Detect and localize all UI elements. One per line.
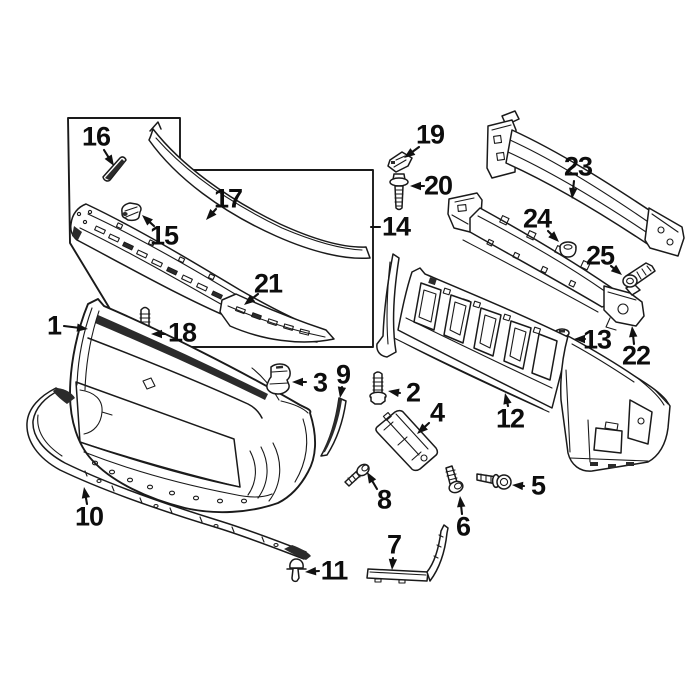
part-callout-19: 19 bbox=[415, 119, 445, 150]
screw-8-drawing bbox=[344, 463, 370, 487]
part-callout-25: 25 bbox=[585, 240, 615, 271]
arrowhead-8 bbox=[367, 472, 377, 484]
leader-line-6 bbox=[460, 505, 464, 516]
leader-line-10 bbox=[84, 496, 89, 506]
moulding-sliver-16-drawing bbox=[102, 156, 127, 182]
leader-line-4 bbox=[424, 421, 431, 428]
arrowhead-13 bbox=[574, 334, 585, 344]
grille-shutter-12-drawing bbox=[376, 253, 671, 472]
arrowhead-19 bbox=[404, 148, 416, 158]
arrowhead-23 bbox=[569, 187, 578, 199]
impact-beam-23-drawing bbox=[486, 110, 685, 257]
part-callout-24: 24 bbox=[522, 203, 552, 234]
arrowhead-6 bbox=[457, 496, 466, 508]
part-callout-14: 14 bbox=[381, 211, 411, 242]
part-callout-17: 17 bbox=[213, 183, 243, 214]
leader-line-23 bbox=[572, 179, 576, 190]
part-callout-8: 8 bbox=[376, 484, 392, 515]
clip-11-drawing bbox=[286, 558, 307, 583]
part-callout-7: 7 bbox=[386, 529, 402, 560]
arrowhead-22 bbox=[629, 326, 638, 338]
lip-spoiler-10-drawing bbox=[26, 387, 311, 560]
part-callout-9: 9 bbox=[335, 359, 351, 390]
clip-15-drawing bbox=[121, 202, 142, 222]
bolt-2-drawing bbox=[369, 371, 387, 405]
arrowhead-9 bbox=[337, 386, 347, 398]
part-callout-23: 23 bbox=[563, 151, 593, 182]
part-callout-21: 21 bbox=[253, 268, 283, 299]
nut-24-drawing bbox=[559, 241, 577, 258]
leader-line-19 bbox=[411, 145, 421, 153]
part-callout-6: 6 bbox=[455, 511, 471, 542]
clip-3-drawing bbox=[266, 363, 291, 395]
bolt-25-drawing bbox=[622, 262, 656, 288]
part-callout-4: 4 bbox=[429, 397, 445, 428]
arrowhead-16 bbox=[104, 154, 114, 166]
leader-line-21 bbox=[251, 292, 260, 300]
leader-line-12 bbox=[506, 402, 510, 408]
bracket-4-drawing bbox=[375, 409, 439, 472]
leader-line-1 bbox=[62, 324, 79, 329]
leader-line-8 bbox=[371, 480, 379, 491]
arrowhead-5 bbox=[512, 481, 524, 491]
bumper-cover-1-drawing bbox=[69, 298, 316, 514]
part-callout-10: 10 bbox=[74, 501, 104, 532]
arrowhead-20 bbox=[410, 181, 421, 191]
part-callout-18: 18 bbox=[167, 317, 197, 348]
bracket-22-drawing bbox=[603, 283, 645, 331]
part-callout-5: 5 bbox=[530, 470, 546, 501]
arrowhead-1 bbox=[76, 323, 88, 332]
part-callout-2: 2 bbox=[405, 377, 421, 408]
arrowhead-10 bbox=[81, 487, 91, 499]
bolt-20-drawing bbox=[389, 173, 409, 211]
arrowhead-3 bbox=[292, 377, 303, 387]
leader-line-17 bbox=[212, 207, 218, 213]
arrowhead-4 bbox=[417, 423, 428, 434]
arrowhead-2 bbox=[388, 388, 400, 397]
leader-line-25 bbox=[609, 264, 615, 270]
arrowhead-7 bbox=[388, 558, 398, 570]
arrowhead-25 bbox=[610, 264, 622, 275]
leader-line-15 bbox=[149, 221, 156, 228]
part-callout-3: 3 bbox=[312, 367, 328, 398]
trim-strip-17-drawing bbox=[148, 121, 371, 260]
part-callout-11: 11 bbox=[320, 555, 349, 586]
arrowhead-17 bbox=[206, 209, 217, 220]
bracket-7-drawing bbox=[366, 524, 449, 584]
arrowhead-11 bbox=[305, 567, 317, 576]
part-callout-16: 16 bbox=[81, 121, 111, 152]
screw-6-drawing bbox=[445, 465, 464, 494]
inset-box bbox=[67, 117, 374, 348]
leader-line-16 bbox=[102, 148, 110, 158]
leader-arrows bbox=[62, 145, 638, 576]
part-callout-1: 1 bbox=[46, 310, 62, 341]
leader-line-24 bbox=[546, 229, 553, 236]
energy-absorber-drawing bbox=[447, 192, 619, 313]
part-callout-20: 20 bbox=[423, 170, 453, 201]
arrowhead-12 bbox=[503, 393, 512, 405]
leader-line-22 bbox=[632, 335, 636, 346]
part-callout-13: 13 bbox=[582, 324, 612, 355]
arrowhead-15 bbox=[142, 215, 153, 226]
grille-reinforcement-rail-drawing bbox=[70, 203, 335, 343]
arrowhead-18 bbox=[151, 329, 162, 339]
arrowhead-24 bbox=[548, 231, 559, 242]
part-callout-22: 22 bbox=[621, 340, 651, 371]
screw-5-drawing bbox=[476, 473, 512, 490]
part-callout-12: 12 bbox=[495, 403, 525, 434]
side-bracket-9-drawing bbox=[320, 397, 347, 457]
arrowhead-21 bbox=[244, 294, 256, 305]
part-callout-15: 15 bbox=[149, 220, 179, 251]
